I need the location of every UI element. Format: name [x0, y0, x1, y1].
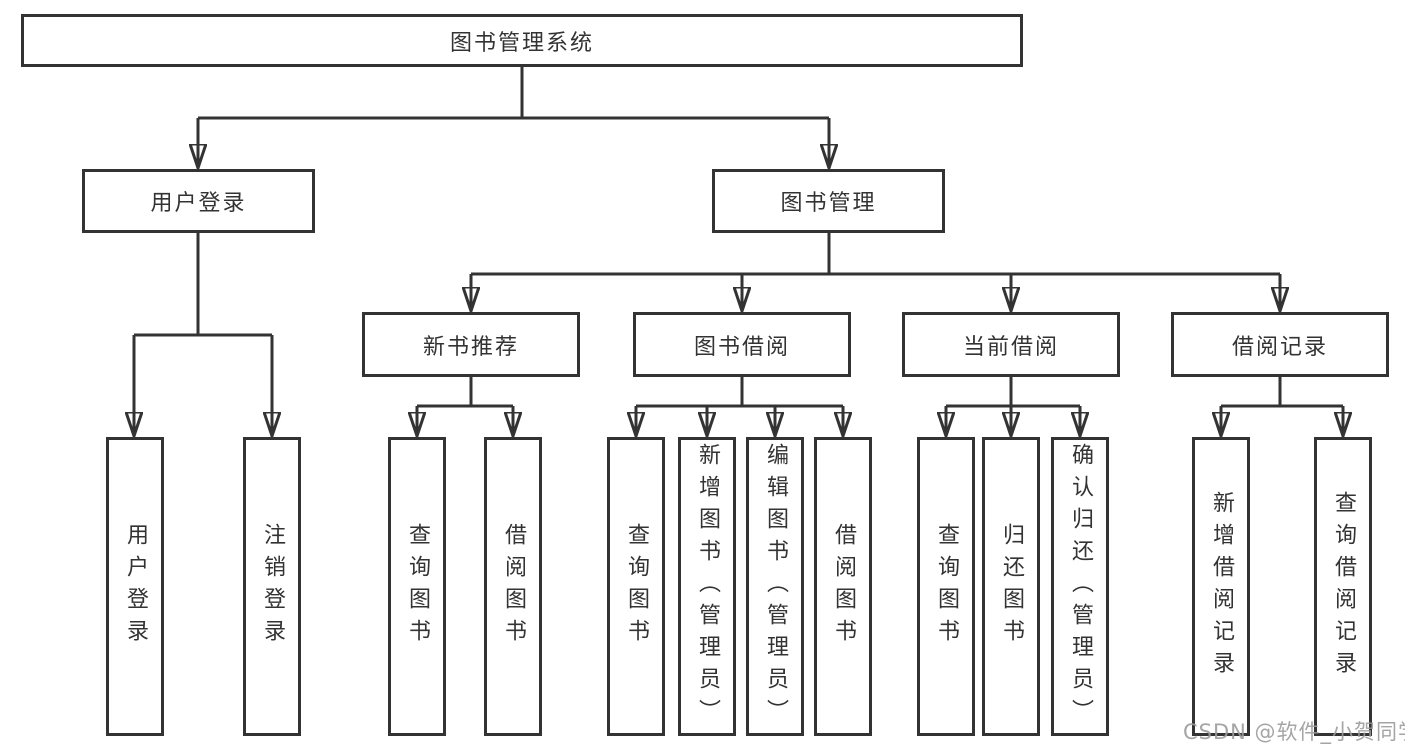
leaf-add-borrow-record-label: 新增借阅记录	[1209, 490, 1234, 683]
leaf-query-books-recommend: 查询图书	[388, 437, 446, 736]
leaf-edit-books-admin-label: 编辑图书（管理员）	[763, 442, 788, 731]
leaf-query-borrow-record-label: 查询借阅记录	[1331, 490, 1356, 683]
leaf-return-books: 归还图书	[982, 437, 1040, 736]
leaf-confirm-return-admin: 确认归还（管理员）	[1051, 437, 1109, 736]
leaf-query-borrow-record: 查询借阅记录	[1314, 437, 1372, 736]
leaf-add-books-admin: 新增图书（管理员）	[678, 437, 736, 736]
leaf-logout-label: 注销登录	[260, 522, 285, 651]
leaf-confirm-return-admin-label: 确认归还（管理员）	[1068, 442, 1093, 731]
leaf-query-books-current-label: 查询图书	[934, 522, 959, 651]
trunk-and-branch-lines	[134, 67, 1343, 436]
leaf-add-borrow-record: 新增借阅记录	[1192, 437, 1250, 736]
leaf-return-books-label: 归还图书	[999, 522, 1024, 651]
leaf-user-login: 用户登录	[106, 437, 164, 736]
node-user-login: 用户登录	[82, 169, 315, 233]
leaf-edit-books-admin: 编辑图书（管理员）	[746, 437, 804, 736]
node-new-book-recommend: 新书推荐	[362, 312, 580, 377]
node-current-borrowing: 当前借阅	[902, 312, 1120, 377]
node-book-management: 图书管理	[712, 169, 945, 233]
leaf-user-login-label: 用户登录	[123, 522, 148, 651]
node-book-borrowing: 图书借阅	[633, 312, 851, 377]
leaf-query-books-current: 查询图书	[917, 437, 975, 736]
leaf-borrow-books-recommend: 借阅图书	[484, 437, 542, 736]
leaf-add-books-admin-label: 新增图书（管理员）	[695, 442, 720, 731]
csdn-watermark: CSDN @软件_小贺同学	[1183, 720, 1405, 744]
leaf-borrow-books-borrowing: 借阅图书	[814, 437, 872, 736]
leaf-query-books-recommend-label: 查询图书	[405, 522, 430, 651]
leaf-query-books-borrowing-label: 查询图书	[624, 522, 649, 651]
leaf-borrow-books-recommend-label: 借阅图书	[501, 522, 526, 651]
leaf-borrow-books-borrowing-label: 借阅图书	[831, 522, 856, 651]
node-borrowing-records: 借阅记录	[1171, 312, 1389, 377]
node-root-system: 图书管理系统	[21, 14, 1023, 67]
leaf-logout: 注销登录	[243, 437, 301, 736]
leaf-query-books-borrowing: 查询图书	[607, 437, 665, 736]
